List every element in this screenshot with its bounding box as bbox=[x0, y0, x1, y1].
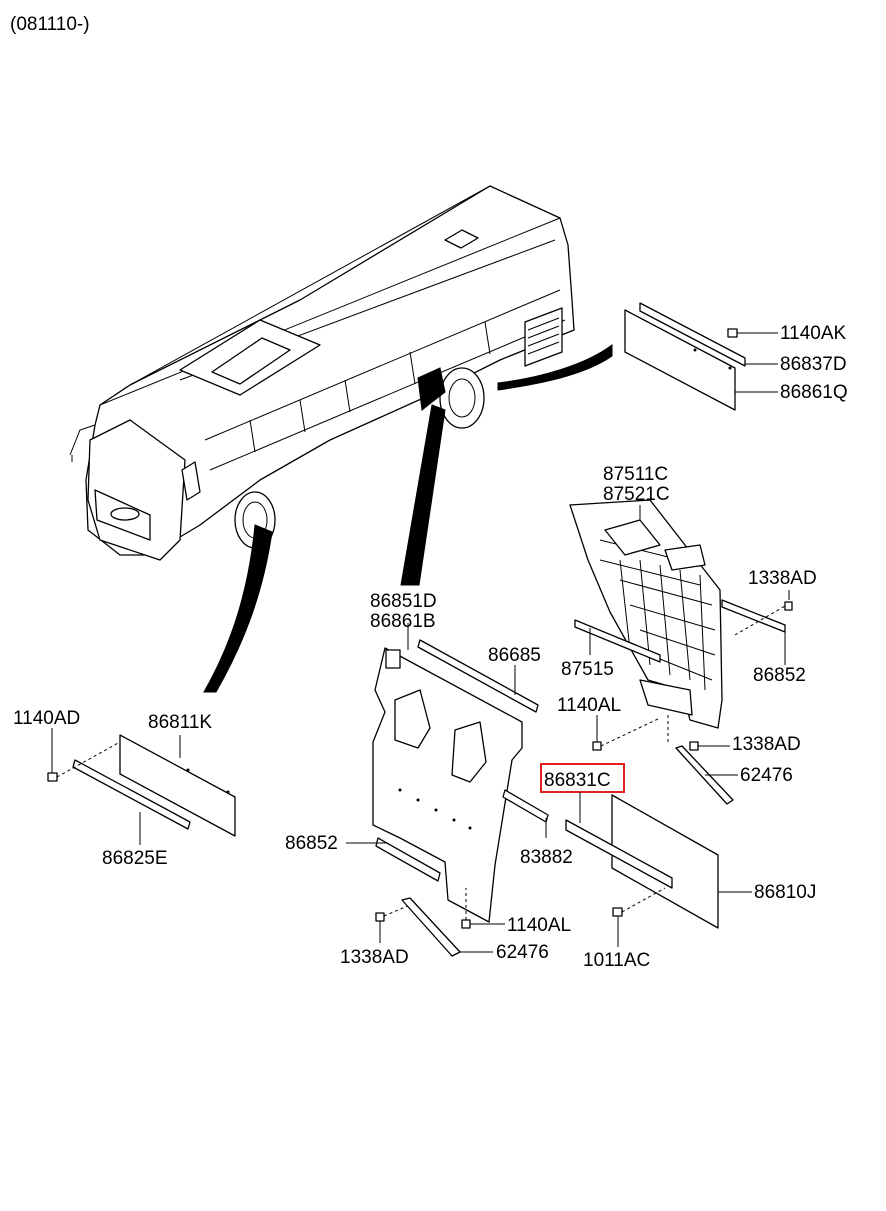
label-1140AK: 1140AK bbox=[780, 323, 847, 344]
side-mirror bbox=[181, 461, 201, 501]
front-flap-assembly bbox=[47, 728, 236, 845]
bolt-1140AL-center bbox=[461, 919, 471, 929]
bolt-1140AK bbox=[727, 328, 738, 338]
mudguard-ribs-h bbox=[599, 539, 716, 681]
label-86851D: 86851D bbox=[370, 591, 437, 612]
mudguard-bracket bbox=[639, 679, 693, 716]
label-1338AD-c: 1338AD bbox=[340, 947, 409, 968]
nut-1338AD-upper bbox=[784, 601, 793, 611]
strip-86837D bbox=[639, 302, 746, 367]
label-62476-a: 62476 bbox=[740, 765, 793, 786]
date-code: (081110-) bbox=[10, 14, 90, 35]
strip-86852-upper bbox=[721, 599, 786, 633]
rod-62476-center bbox=[401, 897, 461, 957]
window-band bbox=[204, 289, 566, 471]
strip-87515 bbox=[574, 619, 661, 663]
rod-62476-right bbox=[675, 745, 734, 805]
bolt-1140AD bbox=[47, 772, 58, 782]
bus-emblem bbox=[110, 507, 140, 521]
callout-arrow-head-mid bbox=[417, 367, 446, 411]
label-86811K: 86811K bbox=[148, 712, 212, 733]
mudguard-bump-right bbox=[451, 721, 487, 783]
label-86861Q: 86861Q bbox=[780, 382, 848, 403]
label-87511C: 87511C bbox=[603, 464, 668, 485]
label-86837D: 86837D bbox=[780, 354, 847, 375]
flap-86810J bbox=[611, 794, 719, 929]
callout-arrow-front bbox=[203, 524, 273, 693]
label-1140AL-a: 1140AL bbox=[557, 695, 621, 716]
side-flap-assembly bbox=[540, 763, 752, 947]
label-83882: 83882 bbox=[520, 847, 573, 868]
label-86810J: 86810J bbox=[754, 882, 816, 903]
highlight-box-86831C bbox=[540, 763, 625, 793]
label-86852-b: 86852 bbox=[285, 833, 338, 854]
nut-1338AD-center bbox=[375, 912, 385, 922]
callout-arrow-rear bbox=[497, 344, 613, 391]
label-86685: 86685 bbox=[488, 645, 541, 666]
nut-1338AD-lower bbox=[689, 741, 699, 751]
strip-86685 bbox=[417, 639, 539, 713]
front-mudguard-assembly bbox=[346, 623, 549, 957]
window-pillars bbox=[249, 321, 491, 453]
label-1011AC: 1011AC bbox=[583, 950, 650, 971]
mudguard-bump-left bbox=[394, 689, 431, 749]
bus-illustration bbox=[69, 185, 575, 561]
label-87515: 87515 bbox=[561, 659, 614, 680]
roof-hatch-inner bbox=[211, 337, 291, 385]
rear-wheel bbox=[439, 367, 485, 429]
label-1338AD-a: 1338AD bbox=[748, 568, 817, 589]
flap-86861Q bbox=[624, 309, 736, 411]
rear-flap-assembly bbox=[624, 302, 778, 411]
label-1140AL-b: 1140AL bbox=[507, 915, 571, 936]
flap-86811K bbox=[119, 734, 236, 837]
bolt-1011AC bbox=[612, 907, 623, 917]
callout-arrow-mid bbox=[400, 404, 446, 586]
roof-vent bbox=[444, 229, 479, 249]
label-86831C: 86831C bbox=[544, 770, 611, 791]
label-86852-a: 86852 bbox=[753, 665, 806, 686]
label-86825E: 86825E bbox=[102, 848, 168, 869]
label-1140AD: 1140AD bbox=[13, 708, 80, 729]
label-1338AD-b: 1338AD bbox=[732, 734, 801, 755]
label-87521C: 87521C bbox=[603, 484, 670, 505]
strip-86831C bbox=[565, 819, 673, 889]
label-86861B: 86861B bbox=[370, 611, 436, 632]
strip-86825E bbox=[72, 759, 191, 830]
strip-83882 bbox=[502, 789, 549, 823]
bolt-1140AL-right bbox=[592, 741, 602, 751]
mudguard-ribs-v bbox=[619, 559, 706, 691]
mirror bbox=[69, 424, 96, 462]
label-62476-b: 62476 bbox=[496, 942, 549, 963]
rear-mudguard-assembly bbox=[569, 499, 793, 805]
